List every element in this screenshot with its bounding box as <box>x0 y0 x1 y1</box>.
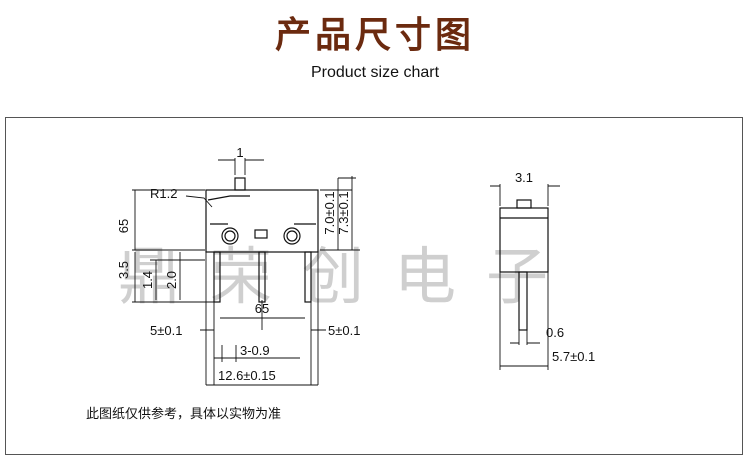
side-actuator <box>516 199 532 209</box>
dim-3-5: 3.5 <box>116 261 131 279</box>
dim-pitch: 65 <box>255 301 269 316</box>
dim-2-0: 2.0 <box>164 271 179 289</box>
center-mark <box>254 229 268 239</box>
mount-hole-right <box>283 227 301 245</box>
dim-7-0: 7.0±0.1 <box>322 191 337 234</box>
mount-hole-right-inner <box>286 230 298 242</box>
dim-side-left: 5±0.1 <box>150 323 182 338</box>
side-pin <box>518 271 528 331</box>
dim-total-width: 12.6±0.15 <box>218 368 276 383</box>
dim-1-4: 1.4 <box>140 271 155 289</box>
dim-top-pin: 1 <box>236 145 243 160</box>
mount-hole-left <box>221 227 239 245</box>
side-dimension-lines <box>490 184 560 370</box>
dim-side-pin: 0.6 <box>546 325 564 340</box>
dim-side-depth: 5.7±0.1 <box>552 349 595 364</box>
watermark-text: 鼎荣创电子 <box>118 240 578 313</box>
dim-height-left: 65 <box>116 219 131 233</box>
front-view <box>205 177 319 303</box>
page-title: 产品尺寸图 <box>274 15 475 56</box>
page-subtitle: Product size chart <box>310 64 440 81</box>
mount-hole-left-inner <box>224 230 236 242</box>
dim-side-width: 3.1 <box>515 170 533 185</box>
pin-left <box>213 251 221 303</box>
drawing-frame <box>5 117 743 455</box>
side-view <box>499 199 549 331</box>
dim-side-right: 5±0.1 <box>328 323 360 338</box>
dim-7-3: 7.3±0.1 <box>336 191 351 234</box>
front-dimension-lines <box>132 158 360 386</box>
switch-lever <box>207 195 250 201</box>
switch-actuator <box>234 177 246 191</box>
footer-note: 此图纸仅供参考，具体以实物为准 <box>86 407 282 422</box>
pin-right <box>304 251 312 303</box>
dim-pin-width: 3-0.9 <box>240 343 270 358</box>
dim-radius: R1.2 <box>150 186 177 201</box>
